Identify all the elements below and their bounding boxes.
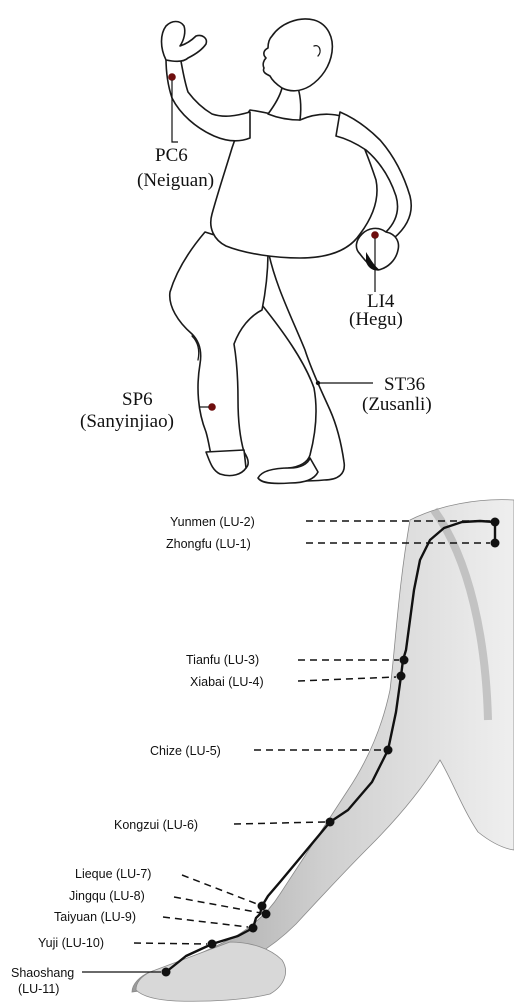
lu1-label: Zhongfu (LU-1) [166,537,251,551]
lu10-marker [208,940,217,949]
lu4-label: Xiabai (LU-4) [190,675,264,689]
st36-code: ST36 [384,374,425,395]
lu3-label: Tianfu (LU-3) [186,653,259,667]
lu10-leader [134,943,207,944]
lu8-marker [262,910,271,919]
head [263,19,332,91]
raised-hand [162,22,207,62]
lu3-marker [400,656,409,665]
st36-name: (Zusanli) [362,394,432,415]
lu6-label: Kongzui (LU-6) [114,818,198,832]
lu9-marker [249,924,258,933]
pc6-code: PC6 [155,145,188,166]
pc6-point-marker [168,73,176,81]
back-foot [258,458,318,483]
lu9-leader [163,917,248,927]
lu5-marker [384,746,393,755]
front-leg [170,232,268,471]
lu11-label-code: (LU-11) [18,982,59,996]
sp6-point-marker [208,403,216,411]
lu7-marker [258,902,267,911]
lu8-leader [174,897,261,913]
sp6-code: SP6 [122,389,153,410]
lu6-leader [234,822,325,824]
lu9-label: Taiyuan (LU-9) [54,910,136,924]
lu2-marker [491,518,500,527]
lu1-marker [491,539,500,548]
lu7-leader [182,875,257,904]
sp6-name: (Sanyinjiao) [80,411,174,432]
lu6-marker [326,818,335,827]
lu10-label: Yuji (LU-10) [38,936,104,950]
back-leg [261,250,344,481]
li4-name: (Hegu) [349,309,403,330]
lu5-label: Chize (LU-5) [150,744,221,758]
lu4-leader [298,677,396,681]
front-foot [206,450,246,476]
lu8-label: Jingqu (LU-8) [69,889,145,903]
pc6-name: (Neiguan) [137,170,214,191]
li4-point-marker [371,231,379,239]
lu7-label: Lieque (LU-7) [75,867,151,881]
lu4-marker [397,672,406,681]
lu2-label: Yunmen (LU-2) [170,515,255,529]
lu11-marker [162,968,171,977]
raised-arm [166,56,250,141]
lu11-label-name: Shaoshang [11,966,74,980]
